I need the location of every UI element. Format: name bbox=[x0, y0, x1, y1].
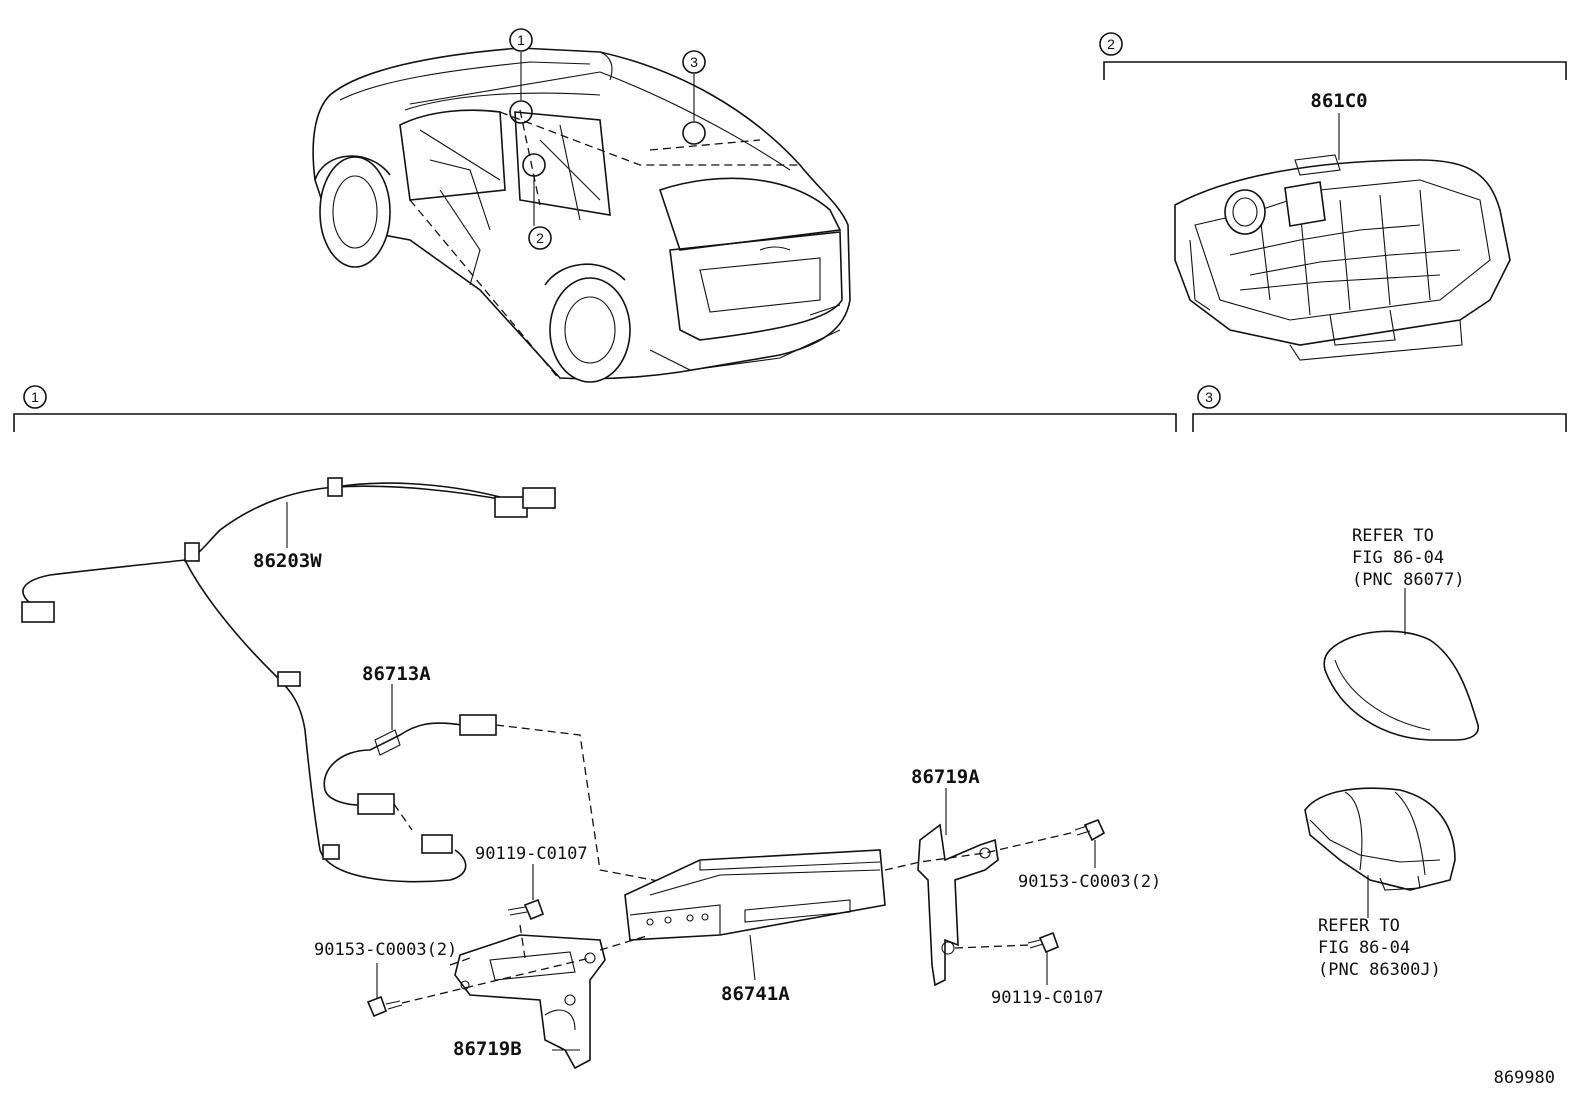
section-2-label: 2 bbox=[1107, 36, 1115, 52]
section-1-bracket: 1 bbox=[13, 385, 1177, 432]
cord-connector-end bbox=[421, 834, 453, 854]
overview-callout-2 bbox=[528, 226, 552, 250]
label-861C0: 861C0 bbox=[1310, 90, 1367, 112]
label-86719A: 86719A bbox=[911, 766, 980, 788]
cord-connector-top bbox=[459, 714, 497, 736]
refer-lower-line1: REFER TO bbox=[1318, 916, 1400, 936]
harness-clip-bottom bbox=[322, 844, 340, 860]
overview-callout-1-label: 1 bbox=[517, 32, 525, 48]
label-bolt-lower-left: 90153-C0003(2) bbox=[314, 940, 457, 960]
display-assembly: 861C0 bbox=[1174, 90, 1511, 361]
label-86719B: 86719B bbox=[453, 1038, 522, 1060]
vehicle-overview: 1 3 2 bbox=[312, 28, 851, 383]
label-bolt-upper-right: 90153-C0003(2) bbox=[1018, 872, 1161, 892]
antenna-cord: 86713A bbox=[323, 663, 691, 888]
section-2-bracket: 2 bbox=[1099, 32, 1567, 80]
overview-callout-3 bbox=[682, 50, 706, 74]
cord-connector-bottom bbox=[357, 793, 395, 815]
harness-clip-mid bbox=[184, 542, 200, 562]
refer-antenna-line3: (PNC 86077) bbox=[1352, 570, 1465, 590]
bolt-lower-left: 90153-C0003(2) bbox=[314, 940, 591, 1018]
overview-callout-3-label: 3 bbox=[690, 54, 698, 70]
bolt-upper-right: 90153-C0003(2) bbox=[1018, 818, 1161, 892]
harness-clip-top bbox=[327, 477, 343, 497]
figure-number: 869980 bbox=[1494, 1068, 1555, 1088]
label-bolt-lower-right: 90119-C0107 bbox=[991, 988, 1104, 1008]
overview-callout-2-label: 2 bbox=[536, 230, 544, 246]
bolt-lower-right: 90119-C0107 bbox=[991, 931, 1104, 1008]
section-3-label: 3 bbox=[1205, 389, 1213, 405]
section-1-label: 1 bbox=[31, 389, 39, 405]
label-86203W: 86203W bbox=[253, 550, 322, 572]
label-86713A: 86713A bbox=[362, 663, 431, 685]
refer-antenna-line2: FIG 86-04 bbox=[1352, 548, 1444, 568]
refer-lower-line2: FIG 86-04 bbox=[1318, 938, 1410, 958]
refer-lower-line3: (PNC 86300J) bbox=[1318, 960, 1441, 980]
harness-clip-low bbox=[277, 671, 301, 687]
antenna-module: REFER TO FIG 86-04 (PNC 86300J) bbox=[1304, 787, 1456, 980]
section-3-bracket: 3 bbox=[1192, 385, 1567, 432]
harness-connector-c bbox=[21, 601, 55, 623]
label-bolt-upper-left: 90119-C0107 bbox=[475, 844, 588, 864]
bolt-upper-left: 90119-C0107 bbox=[475, 844, 588, 921]
bracket-right: 86719A bbox=[884, 766, 1076, 987]
refer-antenna-line1: REFER TO bbox=[1352, 526, 1434, 546]
harness-connector-b bbox=[522, 487, 556, 509]
overview-callout-1 bbox=[509, 28, 533, 52]
antenna-shark-fin: REFER TO FIG 86-04 (PNC 86077) bbox=[1323, 526, 1479, 741]
label-86741A: 86741A bbox=[721, 983, 790, 1005]
receiver-unit: 86741A bbox=[624, 849, 886, 1005]
wire-harness: 86203W bbox=[21, 477, 556, 883]
bracket-left: 86719B bbox=[449, 924, 651, 1070]
